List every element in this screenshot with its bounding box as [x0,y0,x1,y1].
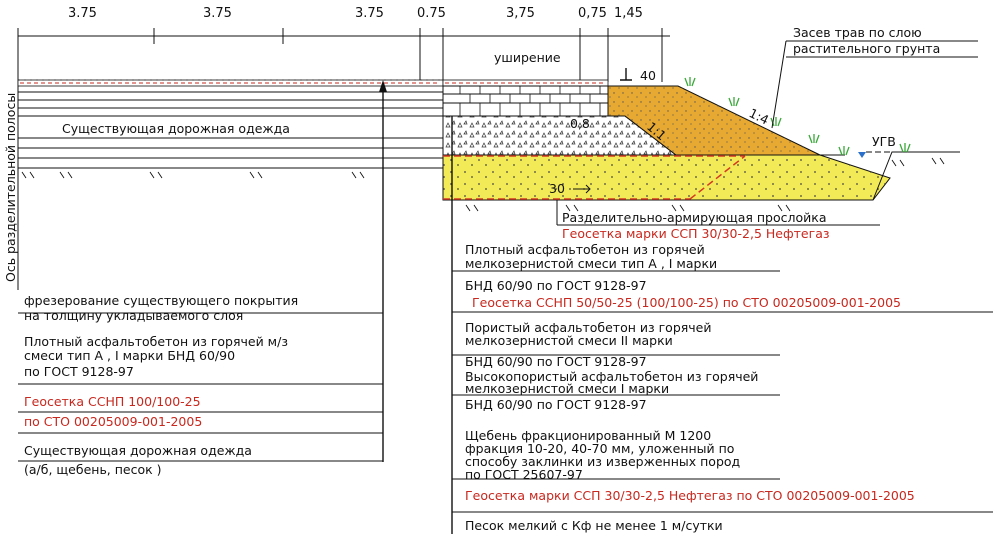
right-notes-frame [451,118,993,534]
ln-milling-1: фрезерование существующего покрытия [24,293,298,308]
existing-pavement [17,79,444,179]
rn-dense-3: БНД 60/90 по ГОСТ 9128-97 [465,278,647,293]
ln-geogrid-1: Геосетка ССНП 100/100-25 [24,394,201,409]
dim-1: 3.75 [68,6,97,21]
arrow-right-icon [573,184,591,194]
ln-dense-1: Плотный асфальтобетон из горячей м/з [24,334,288,349]
rn-stone-4: по ГОСТ 25607-97 [465,467,583,482]
separating-geogrid: Геосетка марки ССП 30/30-2,5 Нефтегаз [562,226,830,241]
rn-dense-1: Плотный асфальтобетон из горячей [465,242,705,257]
rn-porous-3: БНД 60/90 по ГОСТ 9128-97 [465,354,647,369]
top-dim-label: 40 [640,68,656,83]
grass-icon [684,77,911,156]
ln-dense-2: смеси тип А , I марки БНД 60/90 [24,348,235,363]
level-mark-icon [620,68,632,81]
layer-dim-label: 30 [549,181,565,196]
rn-hporous-2: мелкозернистой смеси I марки [465,381,669,396]
left-notes-frame [18,312,383,462]
dim-6: 0,75 [578,6,607,21]
grass-leader [771,40,787,129]
separating-label: Разделительно-армирующая прослойка [562,210,826,225]
grass-note-line2: растительного грунта [793,41,940,56]
gwl-marker-icon [858,152,866,158]
rn-sand: Песок мелкий с Кф не менее 1 м/сутки [465,518,723,533]
rn-stone-2: фракция 10-20, 40-70 мм, уложенный по [465,441,734,456]
arrow-up-icon [379,80,387,92]
rn-hporous-1: Высокопористый асфальтобетон из горячей [465,369,758,384]
ln-geogrid-2: по СТО 00205009-001-2005 [24,414,202,429]
dim-4: 0.75 [417,6,446,21]
rn-porous-2: мелкозернистой смеси II марки [465,333,673,348]
rn-stone-3: способу заклинки из изверженных пород [465,454,740,469]
rn-dense-2: мелкозернистой смеси тип А , I марки [465,256,717,271]
ln-milling-2: на толщину укладываемого слоя [24,308,243,323]
sand-dots [443,155,890,200]
rn-stone-1: Щебень фракционированный М 1200 [465,428,711,443]
rn-geogrid-1: Геосетка ССНП 50/50-25 (100/100-25) по С… [472,295,901,310]
rn-geogrid-2: Геосетка марки ССП 30/30-2,5 Нефтегаз по… [465,488,915,503]
dim-5: 3,75 [506,6,535,21]
grass-note-line1: Засев трав по слою [793,25,922,40]
ln-dense-3: по ГОСТ 9128-97 [24,364,134,379]
rn-hporous-3: БНД 60/90 по ГОСТ 9128-97 [465,397,647,412]
widening-label: уширение [494,50,561,65]
slope-ratio: 0,8 [570,116,590,131]
ln-existing-1: Существующая дорожная одежда [24,443,252,458]
ln-existing-2: (а/б, щебень, песок ) [24,462,162,477]
dim-7: 1,45 [614,6,643,21]
geogrid-line-slope [689,155,746,200]
rn-porous-1: Пористый асфальтобетон из горячей [465,320,711,335]
dimension-line [17,28,670,82]
existing-pavement-label: Существующая дорожная одежда [62,121,290,136]
axis-label: Ось разделительной полосы [3,93,18,282]
dim-3: 3.75 [355,6,384,21]
ground-line [465,151,960,212]
dim-2: 3.75 [203,6,232,21]
gwl-label: УГВ [872,134,896,149]
embankment-dots [608,86,820,155]
